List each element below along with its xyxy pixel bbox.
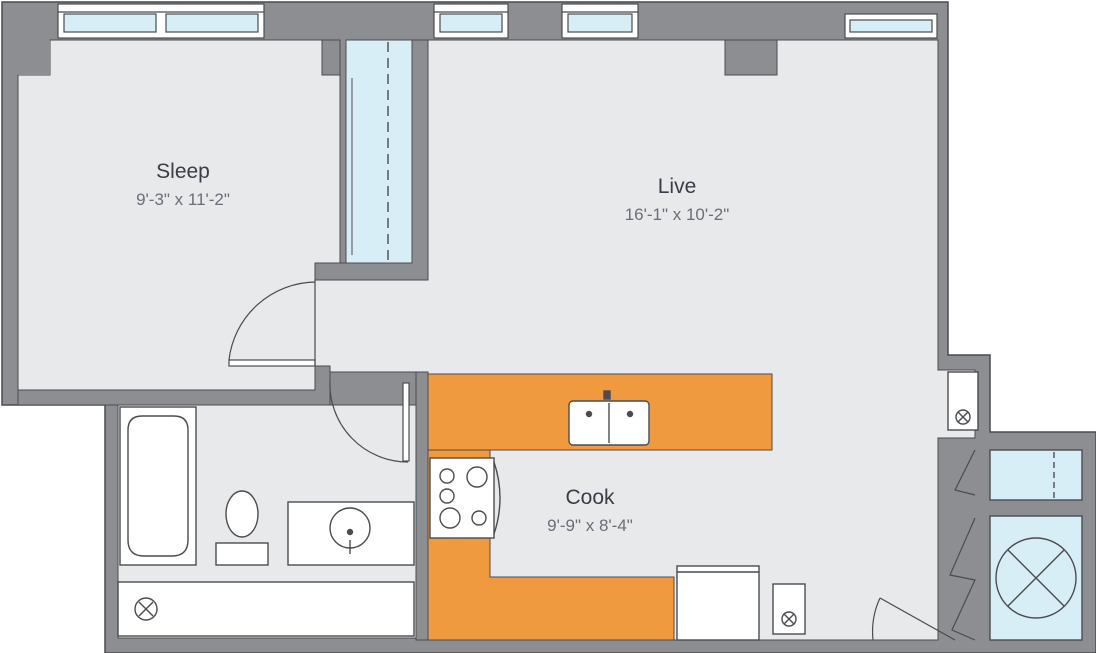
stove-icon bbox=[429, 457, 501, 539]
interior-wall-kitchen bbox=[415, 371, 429, 641]
floor-areas bbox=[17, 39, 976, 641]
washer-icon bbox=[117, 581, 415, 637]
room-dimensions-cook: 9'-9" x 8'-4" bbox=[547, 516, 633, 535]
mechanical-icon bbox=[947, 371, 979, 431]
vanity-icon bbox=[287, 501, 415, 566]
window-icon bbox=[844, 13, 938, 39]
column-top-right bbox=[724, 39, 778, 76]
window-icon bbox=[561, 3, 639, 39]
dryer-icon bbox=[989, 449, 1083, 501]
toilet-icon bbox=[215, 490, 269, 566]
sleep-floor bbox=[17, 39, 976, 641]
fan-icon bbox=[989, 515, 1083, 641]
room-dimensions-sleep: 9'-3" x 11'-2" bbox=[136, 190, 230, 209]
windows bbox=[57, 3, 938, 39]
window-icon bbox=[433, 3, 509, 39]
closet-icon bbox=[345, 39, 413, 264]
room-labels: Sleep 9'-3" x 11'-2" Live 16'-1" x 10'-2… bbox=[136, 160, 729, 535]
mechanical-icon bbox=[772, 583, 806, 635]
room-name-cook: Cook bbox=[565, 486, 615, 509]
column-top-left bbox=[18, 40, 50, 75]
room-dimensions-live: 16'-1" x 10'-2" bbox=[625, 205, 730, 224]
sink-icon bbox=[568, 390, 650, 446]
door-swing-icon bbox=[329, 379, 410, 463]
room-name-live: Live bbox=[658, 175, 697, 198]
door-swing-icon bbox=[228, 280, 316, 367]
column-top-mid bbox=[321, 39, 341, 76]
refrigerator-icon bbox=[676, 565, 760, 641]
door-swing-icon bbox=[871, 597, 956, 641]
door-swing-icon bbox=[949, 449, 976, 641]
room-name-sleep: Sleep bbox=[156, 160, 210, 183]
bathtub-icon bbox=[119, 406, 197, 566]
window-icon bbox=[57, 3, 265, 39]
